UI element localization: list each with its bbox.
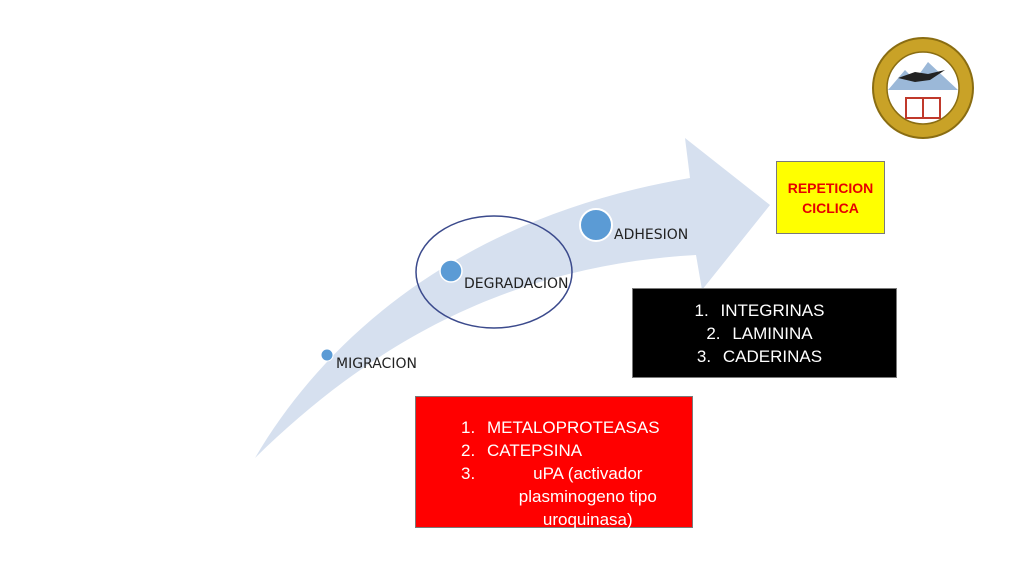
list-item: 3. uPA (activador plasminogeno tipo uroq… (416, 462, 692, 531)
adhesion-dot (579, 208, 613, 242)
list-item: 2. CATEPSINA (416, 439, 692, 462)
degradacion-highlight-ellipse (415, 215, 573, 329)
list-text: METALOPROTEASAS (487, 418, 660, 437)
list-number: 1. (694, 301, 709, 320)
list-number: 3. (461, 464, 476, 483)
repeticion-line-1: REPETICION (787, 179, 874, 196)
list-number: 3. (696, 347, 712, 366)
degradation-enzymes-list: 1. METALOPROTEASAS 2. CATEPSINA 3. uPA (… (416, 416, 692, 531)
list-item: 2. LAMININA (633, 322, 896, 345)
list-item: 1. INTEGRINAS (633, 299, 896, 322)
list-number: 2. (706, 324, 721, 343)
process-arrow (255, 138, 770, 458)
stage-label-adhesion: ADHESION (614, 227, 689, 243)
repeticion-line-2: CICLICA (802, 199, 859, 216)
list-text: uPA (activador plasminogeno tipo uroquin… (518, 464, 657, 529)
university-seal-logo (872, 37, 974, 139)
list-number: 1. (461, 418, 476, 437)
list-text: INTEGRINAS (720, 301, 825, 320)
adhesion-molecules-box: 1. INTEGRINAS 2. LAMININA 3. CADERINAS (632, 288, 897, 378)
adhesion-molecules-list: 1. INTEGRINAS 2. LAMININA 3. CADERINAS (633, 299, 896, 368)
repeticion-ciclica-box: REPETICION CICLICA (776, 161, 885, 234)
list-text: CADERINAS (722, 347, 823, 366)
list-text: CATEPSINA (487, 441, 583, 460)
list-text: LAMININA (732, 324, 813, 343)
list-item: 1. METALOPROTEASAS (416, 416, 692, 439)
list-number: 2. (461, 441, 476, 460)
migracion-dot (320, 348, 334, 362)
stage-label-migracion: MIGRACION (336, 356, 417, 372)
degradation-enzymes-box: 1. METALOPROTEASAS 2. CATEPSINA 3. uPA (… (415, 396, 693, 531)
degradacion-dot (439, 259, 463, 283)
list-item: 3. CADERINAS (633, 345, 896, 368)
stage-label-degradacion: DEGRADACION (464, 276, 569, 292)
